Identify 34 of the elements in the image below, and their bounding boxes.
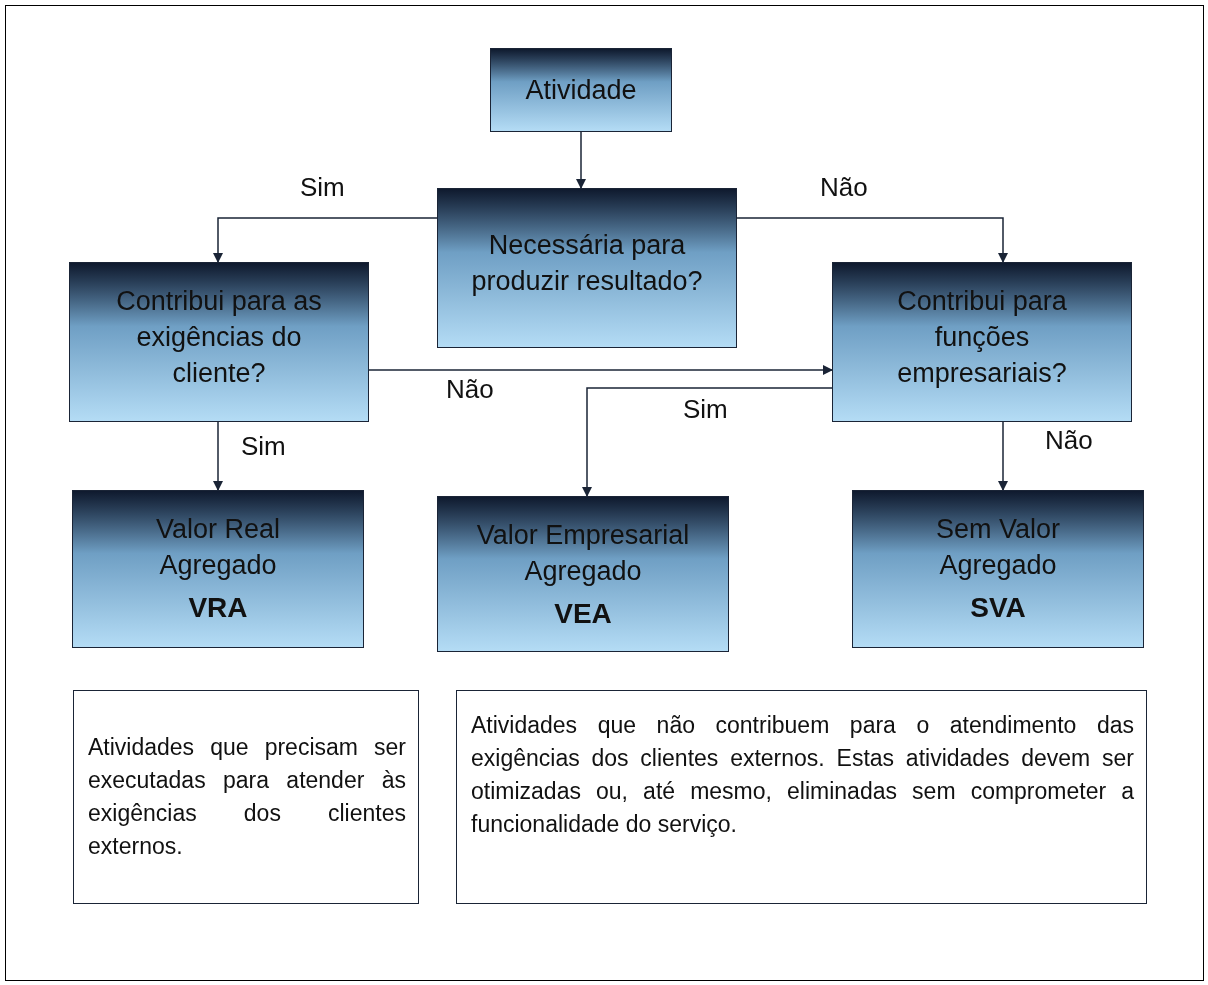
description-text: Atividades que precisam ser executadas para atender às exigências dos clientes externos. [88, 733, 406, 861]
edge-label: Sim [683, 394, 728, 424]
arrow [582, 387, 833, 497]
box-text: Atividade [525, 74, 637, 107]
edge-label: Não [1045, 425, 1093, 455]
arrow [213, 421, 223, 491]
arrow [368, 365, 833, 375]
box-text: Valor Empresarial Agregado [475, 519, 691, 588]
edge-label: Sim [300, 172, 345, 202]
arrow [576, 131, 586, 189]
process-box [437, 496, 729, 652]
box-text: Contribui para as exigências do cliente? [115, 285, 323, 390]
box-text: Sem Valor Agregado [934, 513, 1061, 582]
edge-label: Não [446, 374, 494, 404]
description-text: Atividades que não contribuem para o atendimento das exigências dos clientes externos. Estas atividades devem ser otimizadas ou, até mesmo, eliminadas sem comprometer a funcionalidade do serviço. [471, 711, 1134, 839]
edge-label: Sim [241, 431, 286, 461]
box-text: Necessária para produzir resultado? [470, 229, 704, 298]
note-box [73, 690, 419, 904]
arrow [998, 421, 1008, 491]
arrow [736, 217, 1008, 263]
process-box [437, 188, 737, 348]
abbreviation: VRA [188, 591, 248, 625]
process-box [72, 490, 364, 648]
arrow [213, 217, 438, 263]
box-text: Valor Real Agregado [154, 513, 282, 582]
abbreviation: SVA [970, 591, 1026, 625]
process-box [490, 48, 672, 132]
note-box [456, 690, 1147, 904]
edge-label: Não [820, 172, 868, 202]
abbreviation: VEA [554, 597, 612, 631]
process-box [69, 262, 369, 422]
box-text: Contribui para funções empresariais? [896, 285, 1068, 390]
process-box [832, 262, 1132, 422]
process-box [852, 490, 1144, 648]
